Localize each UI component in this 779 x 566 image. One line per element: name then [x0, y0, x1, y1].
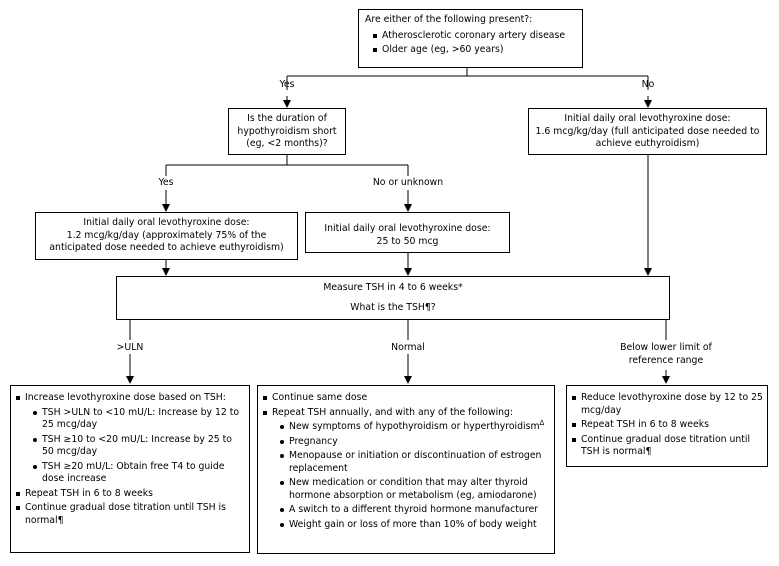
- high-tsh-box: Increase levothyroxine dose based on TSH…: [10, 385, 250, 553]
- normal-sub-item: Weight gain or loss of more than 10% of …: [278, 519, 550, 532]
- measure-tsh-text: Measure TSH in 4 to 6 weeks*: [323, 282, 463, 293]
- full-dose-detail: 1.6 mcg/kg/day (full anticipated dose ne…: [535, 125, 760, 150]
- measure-tsh-box: Measure TSH in 4 to 6 weeks* What is the…: [116, 276, 670, 320]
- branch-mid-yes-label: Yes: [158, 177, 174, 188]
- normal-sub-item: New medication or condition that may alt…: [278, 477, 550, 502]
- low-dose-title: Initial daily oral levothyroxine dose:: [324, 223, 491, 234]
- titration-item: Continue gradual dose titration until TS…: [571, 434, 763, 459]
- branch-no-label: No: [641, 79, 655, 90]
- repeat-annually-item: Repeat TSH annually, and with any of the…: [262, 407, 550, 532]
- low-tsh-box: Reduce levothyroxine dose by 12 to 25 mc…: [566, 385, 768, 467]
- normal-sub-item: Menopause or initiation or discontinuati…: [278, 450, 550, 475]
- reduce-dose-item: Reduce levothyroxine dose by 12 to 25 mc…: [571, 392, 763, 417]
- duration-question: Is the duration of hypothyroidism short …: [237, 113, 337, 149]
- low-dose-detail: 25 to 50 mcg: [376, 235, 439, 247]
- continue-dose-item: Continue same dose: [262, 392, 550, 405]
- start-question-box: Are either of the following present?: At…: [358, 9, 583, 68]
- branch-mid-no-label: No or unknown: [372, 177, 444, 188]
- tsh-question: What is the TSH¶?: [350, 301, 436, 313]
- repeat-tsh-item: Repeat TSH in 6 to 8 weeks: [15, 488, 245, 501]
- low-dose-box: Initial daily oral levothyroxine dose: 2…: [305, 212, 510, 253]
- full-dose-title: Initial daily oral levothyroxine dose:: [564, 113, 731, 124]
- increase-dose-item: Increase levothyroxine dose based on TSH…: [15, 392, 245, 486]
- repeat-tsh-item: Repeat TSH in 6 to 8 weeks: [571, 419, 763, 432]
- full-dose-box: Initial daily oral levothyroxine dose: 1…: [528, 108, 767, 155]
- partial-dose-box: Initial daily oral levothyroxine dose: 1…: [35, 212, 298, 260]
- duration-question-box: Is the duration of hypothyroidism short …: [228, 108, 346, 155]
- normal-sub-item: New symptoms of hypothyroidism or hypert…: [278, 419, 550, 434]
- partial-dose-detail: 1.2 mcg/kg/day (approximately 75% of the…: [49, 229, 284, 254]
- outcome-low-label: Below lower limit of reference range: [620, 342, 712, 366]
- criterion-age: Older age (eg, >60 years): [372, 44, 576, 57]
- high-sub-item: TSH ≥10 to <20 mU/L: Increase by 25 to 5…: [31, 434, 245, 459]
- normal-tsh-box: Continue same dose Repeat TSH annually, …: [257, 385, 555, 554]
- criterion-cad: Atherosclerotic coronary artery disease: [372, 30, 576, 43]
- outcome-normal-label: Normal: [391, 342, 425, 353]
- start-question: Are either of the following present?:: [365, 14, 533, 25]
- branch-yes-label: Yes: [279, 79, 295, 90]
- normal-sub-item: A switch to a different thyroid hormone …: [278, 504, 550, 517]
- high-sub-item: TSH >ULN to <10 mU/L: Increase by 12 to …: [31, 407, 245, 432]
- titration-item: Continue gradual dose titration until TS…: [15, 502, 245, 527]
- outcome-high-label: >ULN: [116, 342, 144, 353]
- normal-sub-item: Pregnancy: [278, 436, 550, 449]
- partial-dose-title: Initial daily oral levothyroxine dose:: [83, 217, 250, 228]
- high-sub-item: TSH ≥20 mU/L: Obtain free T4 to guide do…: [31, 461, 245, 486]
